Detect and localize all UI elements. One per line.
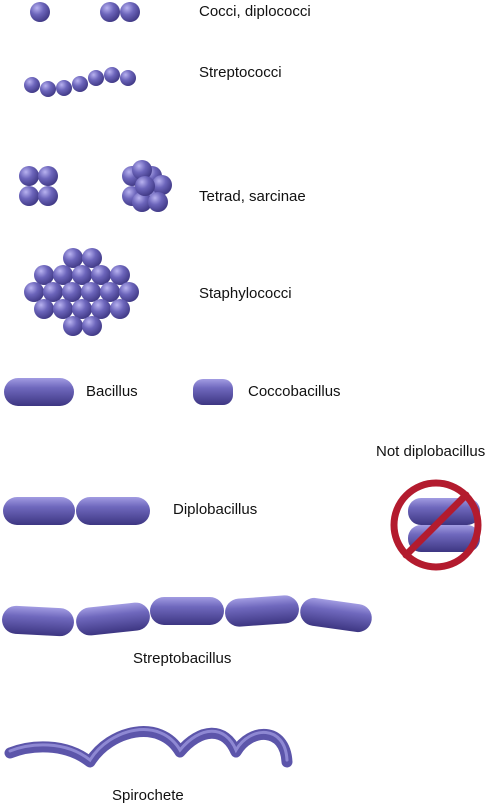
label-not-diplobacillus: Not diplobacillus: [376, 443, 486, 460]
spirochete-highlight: [8, 728, 289, 763]
coccus-cell: [24, 77, 40, 93]
label-streptococci: Streptococci: [199, 64, 282, 81]
coccobacillus-cell: [193, 379, 233, 405]
label-cocci-diplococci: Cocci, diplococci: [199, 3, 311, 20]
staphylococci-cluster: [24, 248, 139, 336]
diplobacillus-group: [3, 497, 150, 525]
coccus-cell: [152, 175, 172, 195]
coccus-cell: [72, 76, 88, 92]
coccus-cell: [104, 67, 120, 83]
sarcinae-group: [122, 160, 172, 212]
coccus-cell: [56, 80, 72, 96]
coccus-cell: [132, 192, 152, 212]
label-tetrad-sarcinae: Tetrad, sarcinae: [199, 188, 306, 205]
coccus-cell: [81, 282, 101, 302]
coccus-cell: [110, 299, 130, 319]
coccus-cell: [72, 265, 92, 285]
coccus-cell: [62, 282, 82, 302]
coccus-cell: [19, 186, 39, 206]
coccus-cell: [72, 299, 92, 319]
coccus-cell: [63, 316, 83, 336]
tetrad-group: [19, 166, 58, 206]
coccus-cell: [100, 282, 120, 302]
streptobacillus-chain: [2, 595, 372, 637]
coccus-cell: [53, 299, 73, 319]
coccus-cell: [100, 2, 120, 22]
spirochete-cell: [4, 726, 293, 768]
bacillus-cell: [2, 605, 74, 637]
coccus-cell: [43, 282, 63, 302]
coccus-cell: [38, 186, 58, 206]
bacillus-cell: [3, 497, 75, 525]
label-diplobacillus: Diplobacillus: [173, 501, 258, 518]
label-streptobacillus: Streptobacillus: [133, 650, 232, 667]
coccus-cell: [110, 265, 130, 285]
coccus-cell: [91, 265, 111, 285]
bacillus-cell: [408, 498, 480, 525]
coccus-group: [30, 2, 50, 22]
no-sign-icon: [390, 479, 482, 571]
coccus-cell: [88, 70, 104, 86]
coccus-cell: [19, 166, 39, 186]
bacillus-cell: [300, 597, 372, 633]
coccus-cell: [135, 176, 155, 196]
coccus-cell: [119, 282, 139, 302]
coccus-cell: [34, 265, 54, 285]
coccus-cell: [63, 248, 83, 268]
streptococci-chain: [24, 67, 136, 97]
not-diplobacillus-group: [390, 479, 482, 571]
label-staphylococci: Staphylococci: [199, 285, 292, 302]
bacillus-cell: [76, 602, 150, 636]
label-spirochete: Spirochete: [112, 787, 184, 804]
coccus-cell: [82, 248, 102, 268]
bacillus-cell: [225, 595, 299, 627]
coccus-cell: [38, 166, 58, 186]
coccus-cell: [30, 2, 50, 22]
coccus-cell: [120, 2, 140, 22]
bacillus-cell: [76, 497, 150, 525]
bacillus-cell: [4, 378, 74, 406]
coccus-cell: [148, 192, 168, 212]
coccus-cell: [40, 81, 56, 97]
label-bacillus: Bacillus: [86, 383, 138, 400]
label-coccobacillus: Coccobacillus: [248, 383, 341, 400]
coccus-cell: [53, 265, 73, 285]
coccus-cell: [24, 282, 44, 302]
bacillus-cell: [150, 597, 224, 625]
coccus-cell: [132, 160, 152, 180]
coccus-cell: [91, 299, 111, 319]
coccus-cell: [120, 70, 136, 86]
coccus-cell: [34, 299, 54, 319]
coccus-cell: [82, 316, 102, 336]
diplococcus-group: [100, 2, 140, 22]
